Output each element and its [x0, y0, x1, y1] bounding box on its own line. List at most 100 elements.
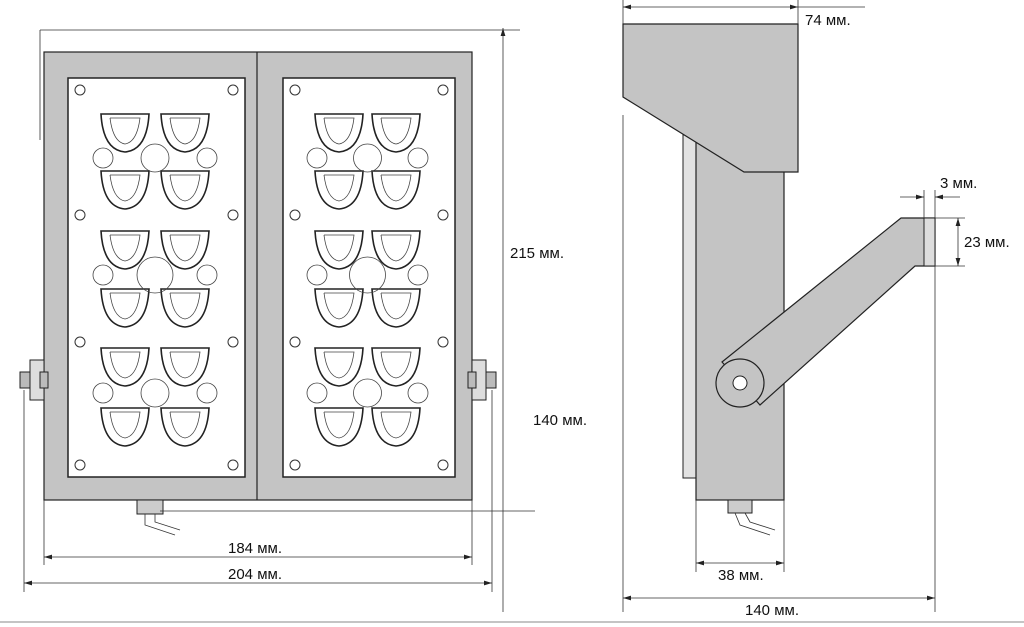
screw-boss [407, 382, 429, 404]
led-lens [371, 170, 421, 210]
screw-icon [227, 84, 239, 96]
led-lens-inner [323, 174, 355, 202]
led-panel-left [67, 77, 246, 478]
led-lens-inner [380, 292, 412, 320]
led-lens [160, 113, 210, 153]
side-glass-strip [682, 134, 698, 479]
led-optics [74, 84, 449, 471]
led-lens [371, 288, 421, 328]
screw-boss [196, 264, 218, 286]
screw-boss [306, 264, 328, 286]
dim-body-depth: 38 мм. [718, 567, 764, 584]
led-lens-inner [380, 117, 412, 145]
side-dimensions: 74 мм. 3 мм. 23 мм. 38 мм. 140 мм. [622, 0, 1010, 619]
front-dimensions: 215 мм. 140 мм. 184 мм. 204 мм. [0, 28, 1024, 623]
led-lens-inner [169, 351, 201, 379]
led-lens [100, 230, 150, 270]
dim-bracket-slot: 23 мм. [964, 234, 1010, 251]
led-lens [160, 170, 210, 210]
mount-bolt-right [467, 359, 497, 401]
screw-boss [92, 382, 114, 404]
screw-boss [196, 147, 218, 169]
bracket-end [923, 217, 936, 267]
side-top-housing [622, 23, 799, 173]
led-lens-inner [323, 117, 355, 145]
led-hub [140, 378, 170, 408]
led-lens [371, 347, 421, 387]
led-lens [160, 288, 210, 328]
cable-gland-side [727, 499, 776, 536]
led-lens [100, 407, 150, 447]
led-lens [100, 113, 150, 153]
led-lens-inner [323, 351, 355, 379]
screw-icon [289, 209, 301, 221]
led-lens-inner [169, 174, 201, 202]
screw-boss [306, 382, 328, 404]
screw-icon [289, 84, 301, 96]
led-lens [371, 407, 421, 447]
led-lens [100, 347, 150, 387]
led-lens-inner [380, 411, 412, 439]
led-lens [314, 347, 364, 387]
led-lens-inner [109, 234, 141, 262]
led-lens-inner [380, 174, 412, 202]
led-hub [136, 256, 174, 294]
screw-boss [92, 264, 114, 286]
dim-depth-top: 74 мм. [805, 12, 851, 29]
screw-boss [196, 382, 218, 404]
screw-icon [74, 209, 86, 221]
led-lens [100, 288, 150, 328]
screw-boss [92, 147, 114, 169]
led-lens [160, 407, 210, 447]
screw-icon [437, 336, 449, 348]
dim-height-total: 215 мм. [510, 245, 564, 262]
led-lens [314, 407, 364, 447]
dim-depth-total: 140 мм. [745, 602, 799, 619]
led-lens [160, 230, 210, 270]
led-lens-inner [380, 351, 412, 379]
screw-icon [437, 84, 449, 96]
dim-width-inner: 184 мм. [228, 540, 282, 557]
dim-bracket-thickness: 3 мм. [940, 175, 977, 192]
led-hub [140, 143, 170, 173]
dim-height-body: 140 мм. [533, 412, 587, 429]
screw-icon [437, 459, 449, 471]
screw-icon [289, 459, 301, 471]
led-hub [349, 256, 386, 294]
side-body [695, 134, 785, 501]
dim-width-total: 204 мм. [228, 566, 282, 583]
led-lens-inner [109, 174, 141, 202]
led-hub [353, 378, 382, 408]
led-lens-inner [323, 292, 355, 320]
led-lens [371, 230, 421, 270]
screw-icon [74, 459, 86, 471]
screw-icon [227, 209, 239, 221]
screw-boss [407, 147, 429, 169]
led-lens-inner [109, 117, 141, 145]
led-lens-inner [169, 117, 201, 145]
cable-gland-front [136, 499, 181, 536]
led-hub [353, 143, 382, 173]
screw-icon [227, 459, 239, 471]
side-view [622, 23, 936, 536]
led-lens-inner [380, 234, 412, 262]
screw-icon [437, 209, 449, 221]
screw-boss [407, 264, 429, 286]
led-lens [314, 288, 364, 328]
screw-boss [306, 147, 328, 169]
led-lens-inner [169, 411, 201, 439]
front-view [19, 51, 497, 536]
led-lens-inner [109, 411, 141, 439]
led-lens-inner [109, 292, 141, 320]
led-lens [160, 347, 210, 387]
led-lens [314, 230, 364, 270]
screw-icon [289, 336, 301, 348]
led-lens [314, 113, 364, 153]
mount-bolt-left [19, 359, 49, 401]
led-lens-inner [169, 292, 201, 320]
screw-icon [74, 84, 86, 96]
screw-icon [227, 336, 239, 348]
led-lens [100, 170, 150, 210]
